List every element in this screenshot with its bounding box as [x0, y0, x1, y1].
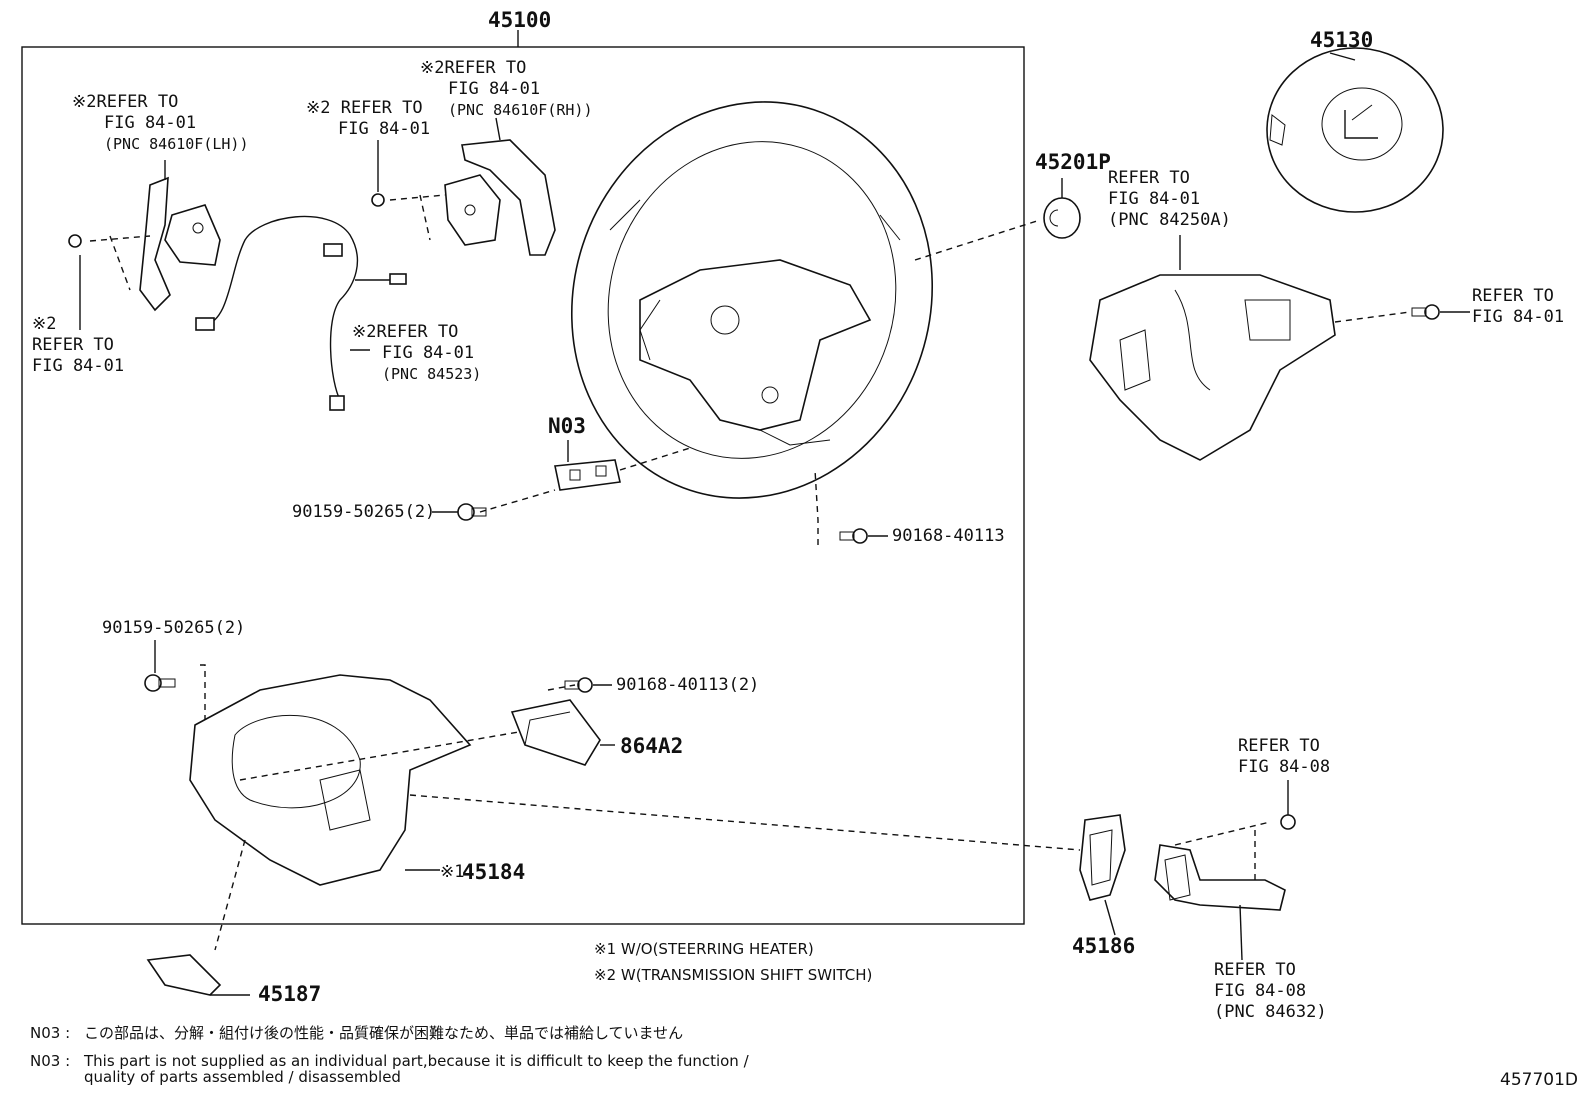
cap-part	[1043, 178, 1081, 239]
right-screw	[1411, 304, 1470, 320]
assembly-frame	[21, 46, 1025, 925]
n03-part	[479, 440, 691, 513]
steering-wheel	[570, 101, 934, 499]
paddle-harness	[195, 215, 407, 411]
bolt-upper	[432, 503, 487, 521]
cover-45187-number: 45187	[258, 982, 322, 1006]
lower-cover	[189, 664, 1081, 951]
cover-45186	[1079, 814, 1126, 936]
bolt-lower-label: 90159-50265(2)	[102, 618, 246, 638]
screw-upper-label: 90168-40113	[892, 526, 1005, 546]
cap-number: 45201P	[1035, 150, 1111, 174]
lh-paddle-switch	[68, 160, 221, 330]
module-864a2-number: 864A2	[620, 734, 684, 758]
n03-label: N03	[548, 414, 586, 438]
lower-cover-number: 45184	[462, 860, 526, 884]
footnote-jp-label: N03 :	[30, 1024, 71, 1042]
module-864a2	[510, 684, 615, 766]
lower-cover-mark: ※1	[440, 862, 465, 882]
footnote-en-line2: quality of parts assembled / disassemble…	[84, 1068, 401, 1086]
footnote-en-line1: This part is not supplied as an individu…	[84, 1052, 749, 1070]
combination-switch	[1154, 821, 1286, 961]
screw-lower-label: 90168-40113(2)	[616, 675, 760, 695]
legend-note-2: ※2 W(TRANSMISSION SHIFT SWITCH)	[594, 966, 873, 984]
combo-screw	[1280, 780, 1296, 830]
footnote-jp-text: この部品は、分解・組付け後の性能・品質確保が困難なため、単品では補給していません	[84, 1024, 684, 1042]
screw-lower	[564, 677, 612, 693]
steering-switch-pad	[1089, 235, 1411, 461]
footnote-en-label: N03 :	[30, 1052, 71, 1070]
airbag	[1266, 47, 1444, 213]
rh-paddle-switch	[371, 117, 556, 256]
screw-upper	[814, 469, 888, 545]
bolt-lower	[144, 640, 176, 692]
cover-45187	[146, 954, 250, 996]
assembly-number: 45100	[488, 8, 552, 32]
bolt-upper-label: 90159-50265(2)	[292, 502, 436, 522]
cover-45186-number: 45186	[1072, 934, 1136, 958]
airbag-number: 45130	[1310, 28, 1374, 52]
legend-note-1: ※1 W/O(STEERRING HEATER)	[594, 940, 814, 958]
figure-code: 457701D	[1500, 1070, 1578, 1090]
